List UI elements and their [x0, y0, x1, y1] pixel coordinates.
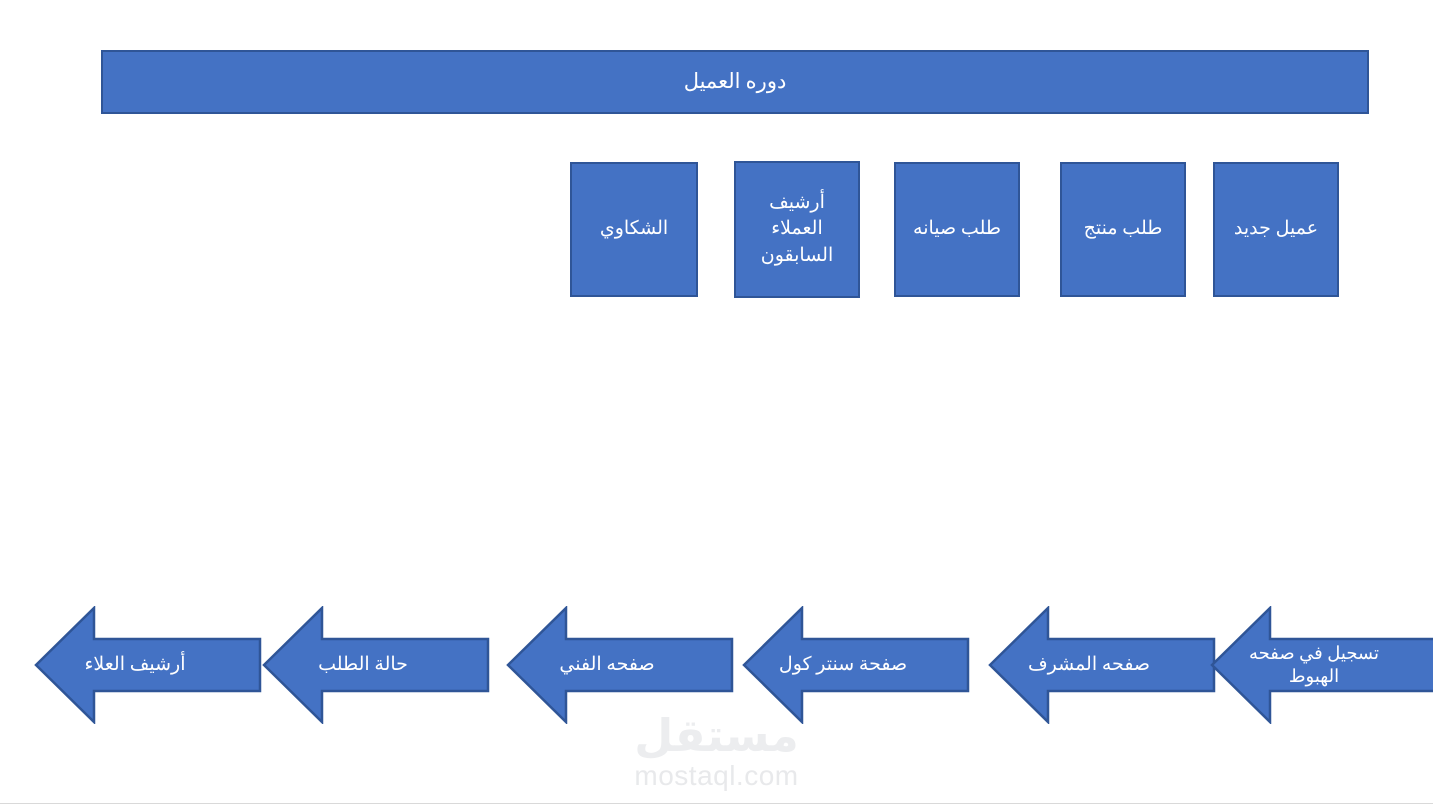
- entry-box-label: أرشيف العملاء السابقون: [760, 192, 834, 266]
- flow-arrow-label: صفحه الفني: [559, 653, 655, 675]
- left-arrow-icon: [262, 606, 490, 724]
- flow-arrow-label: تسجيل في صفحه الهبوط: [1248, 642, 1380, 686]
- left-arrow-icon: [1210, 606, 1433, 724]
- left-arrow-icon: [506, 606, 734, 724]
- entry-box-complaints[interactable]: الشكاوي: [570, 162, 698, 297]
- flow-arrow-technician-page[interactable]: صفحه الفني: [506, 606, 734, 724]
- entry-box-maintenance-request[interactable]: طلب صيانه: [894, 162, 1020, 297]
- flow-arrow-label: أرشيف العلاء: [84, 653, 186, 675]
- flow-arrow-call-center-page[interactable]: صفحة سنتر كول: [742, 606, 970, 724]
- entry-box-product-request[interactable]: طلب منتج: [1060, 162, 1186, 297]
- diagram-title-label: دوره العميل: [683, 69, 787, 94]
- entry-box-label: طلب صيانه: [913, 218, 1001, 240]
- left-arrow-icon: [34, 606, 262, 724]
- left-arrow-icon: [742, 606, 970, 724]
- entry-box-label: عميل جديد: [1233, 218, 1319, 240]
- flow-arrow-label: صفحه المشرف: [1027, 653, 1151, 675]
- flow-arrow-order-status[interactable]: حالة الطلب: [262, 606, 490, 724]
- bottom-divider: [0, 803, 1433, 804]
- entry-box-label: الشكاوي: [599, 218, 669, 240]
- watermark-domain-label: mostaql.com: [634, 760, 799, 792]
- diagram-title-banner: دوره العميل: [101, 50, 1369, 114]
- flow-arrow-supervisor-page[interactable]: صفحه المشرف: [988, 606, 1216, 724]
- flow-arrow-clients-archive[interactable]: أرشيف العلاء: [34, 606, 262, 724]
- entry-box-new-customer[interactable]: عميل جديد: [1213, 162, 1339, 297]
- entry-box-previous-customers-archive[interactable]: أرشيف العملاء السابقون: [734, 161, 860, 298]
- flow-arrow-landing-page-signup[interactable]: تسجيل في صفحه الهبوط: [1210, 606, 1433, 724]
- mostaql-watermark: مستقل mostaql.com: [0, 712, 1433, 792]
- flow-arrow-label: صفحة سنتر كول: [778, 653, 908, 675]
- flow-arrow-label: حالة الطلب: [318, 653, 408, 675]
- entry-box-label: طلب منتج: [1083, 218, 1163, 240]
